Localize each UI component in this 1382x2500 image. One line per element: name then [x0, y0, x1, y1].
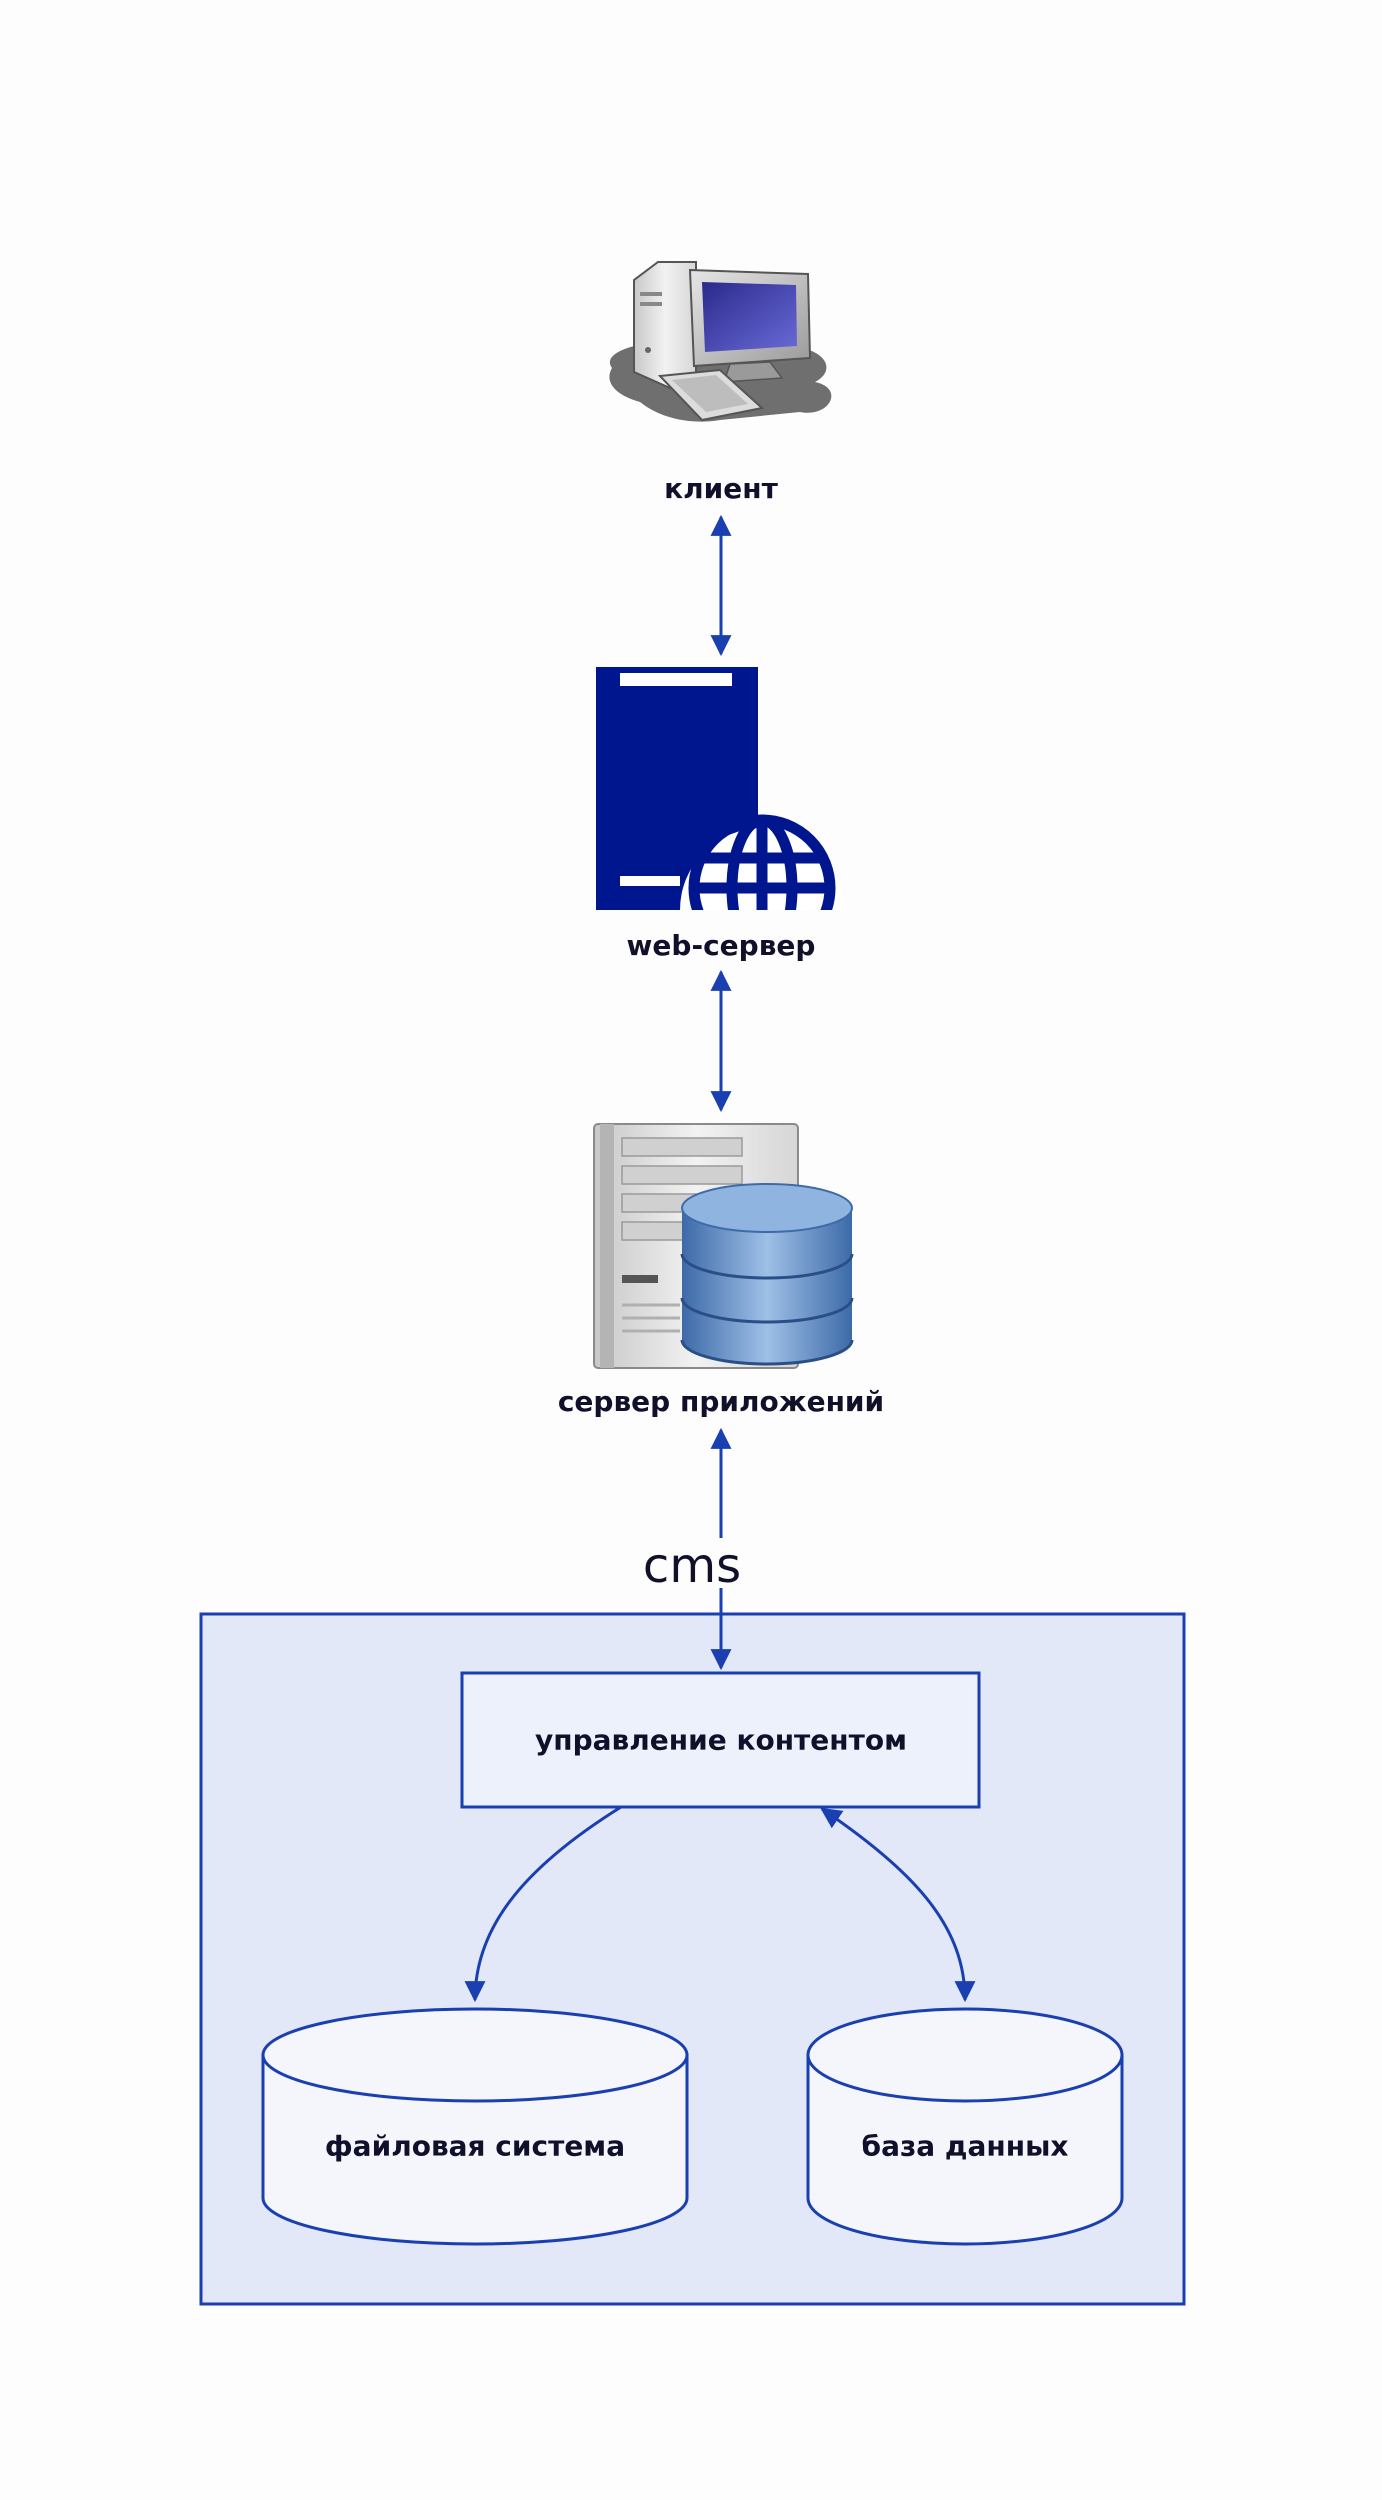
web-server-label: web-сервер — [626, 929, 816, 962]
cms-title: cms — [642, 1538, 742, 1594]
content-database-connector — [820, 1807, 976, 2003]
database-label: база данных — [861, 2129, 1069, 2163]
web-server-globe-icon — [596, 667, 844, 910]
database-cylinder[interactable] — [806, 2007, 1124, 2246]
file-system-cylinder[interactable] — [261, 2007, 689, 2246]
content-filesystem-connector — [464, 1805, 622, 2003]
application-server-database-icon — [593, 1123, 854, 1369]
content-management-box[interactable] — [460, 1671, 981, 1809]
client-label: клиент — [664, 472, 778, 505]
app-server-label: сервер приложений — [557, 1385, 885, 1418]
file-system-label: файловая система — [324, 2129, 626, 2163]
content-management-label: управление контентом — [535, 1723, 907, 1757]
desktop-computer-icon — [609, 261, 832, 422]
